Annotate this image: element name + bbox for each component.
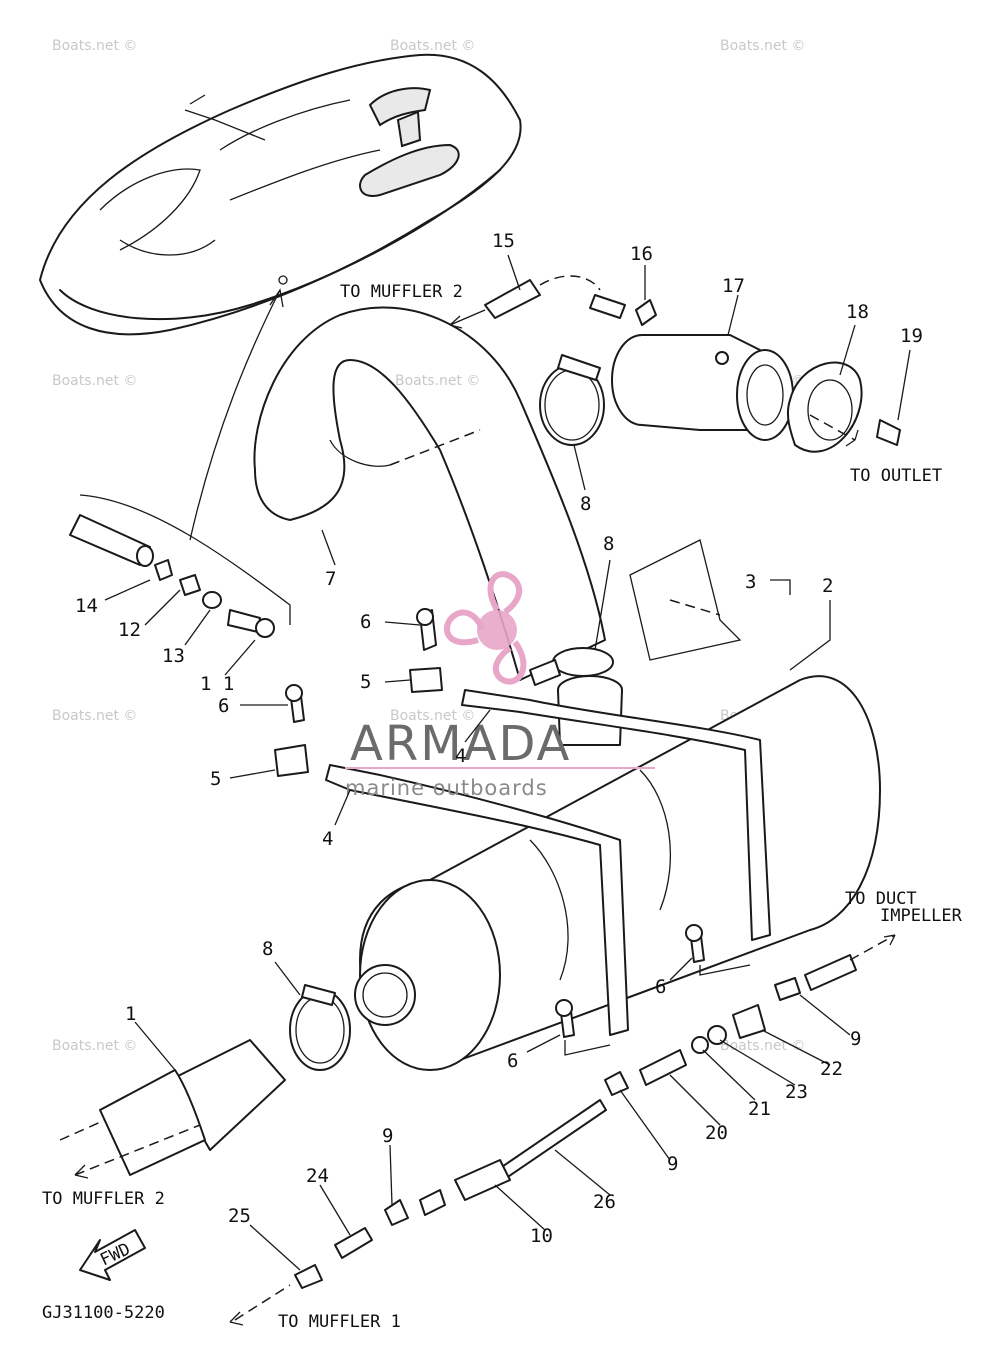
- part-number-6: 6: [507, 1050, 518, 1072]
- to-duct-label: TO DUCT: [845, 889, 917, 909]
- to-muffler1-label: TO MUFFLER 1: [278, 1312, 401, 1332]
- part-number-25: 25: [228, 1205, 251, 1227]
- part-number-6: 6: [218, 695, 229, 717]
- watermark: Boats.net ©: [390, 38, 475, 54]
- brand-name: ARMADA: [350, 716, 571, 772]
- impeller-label: IMPELLER: [880, 906, 963, 926]
- part-number-21: 21: [748, 1098, 771, 1120]
- part-number-10: 10: [530, 1225, 553, 1247]
- part-number-23: 23: [785, 1081, 808, 1103]
- part-number-7: 7: [325, 568, 336, 590]
- part-number-8: 8: [603, 533, 614, 555]
- brand-tagline: marine outboards: [345, 776, 548, 800]
- part-number-9: 9: [667, 1153, 678, 1175]
- part-number-9: 9: [850, 1028, 861, 1050]
- watermark: Boats.net ©: [52, 708, 137, 724]
- part-number-4: 4: [322, 828, 333, 850]
- watermark: Boats.net ©: [52, 373, 137, 389]
- mount-panel: [69, 494, 291, 638]
- part-number-6: 6: [655, 976, 666, 998]
- part-number-8: 8: [262, 938, 273, 960]
- part-number-9: 9: [382, 1125, 393, 1147]
- part-number-2: 2: [822, 575, 833, 597]
- watermark: Boats.net ©: [52, 38, 137, 54]
- center-watermark: Boats.net ©: [395, 373, 480, 389]
- fwd-arrow-icon: FWD: [79, 1229, 146, 1281]
- hose-15: [484, 275, 657, 326]
- leader-lines: [104, 254, 911, 1271]
- part-number-16: 16: [630, 243, 653, 265]
- part-number-26: 26: [593, 1191, 616, 1213]
- watermark: Boats.net ©: [720, 38, 805, 54]
- to-outlet-label: TO OUTLET: [850, 466, 942, 486]
- part-number-12: 12: [118, 619, 141, 641]
- part-number-8: 8: [580, 493, 591, 515]
- part-number-15: 15: [492, 230, 515, 252]
- watercraft-overview: [39, 53, 522, 336]
- part-number-24: 24: [306, 1165, 329, 1187]
- part-number-3: 3: [745, 571, 756, 593]
- pipe-1: [59, 1039, 286, 1176]
- part-number-11: 1 1: [200, 673, 234, 695]
- diagram-code: GJ31100-5220: [42, 1303, 165, 1323]
- brand-logo: ARMADA marine outboards: [345, 571, 655, 800]
- watermark: Boats.net ©: [52, 1038, 137, 1054]
- to-muffler2-bottom-label: TO MUFFLER 2: [42, 1189, 165, 1209]
- part-number-17: 17: [722, 275, 745, 297]
- to-muffler2-top-label: TO MUFFLER 2: [340, 282, 463, 302]
- part-number-1: 1: [125, 1003, 136, 1025]
- part-number-4: 4: [455, 745, 466, 767]
- part-number-5: 5: [210, 768, 221, 790]
- part-number-22: 22: [820, 1058, 843, 1080]
- part-number-13: 13: [162, 645, 185, 667]
- callouts: TO MUFFLER 2 TO OUTLET TO DUCT IMPELLER …: [42, 282, 963, 1332]
- exhaust-elbow: [611, 334, 794, 441]
- part-number-6: 6: [360, 611, 371, 633]
- part-number-20: 20: [705, 1122, 728, 1144]
- part-number-5: 5: [360, 671, 371, 693]
- gasket: [786, 361, 901, 453]
- part-numbers: 15 16 17 18 19 8 8 7 3 2 14 12 13 1 1 6 …: [75, 230, 923, 1247]
- watermark: Boats.net ©: [390, 708, 475, 724]
- part-number-18: 18: [846, 301, 869, 323]
- part-number-19: 19: [900, 325, 923, 347]
- part-number-14: 14: [75, 595, 98, 617]
